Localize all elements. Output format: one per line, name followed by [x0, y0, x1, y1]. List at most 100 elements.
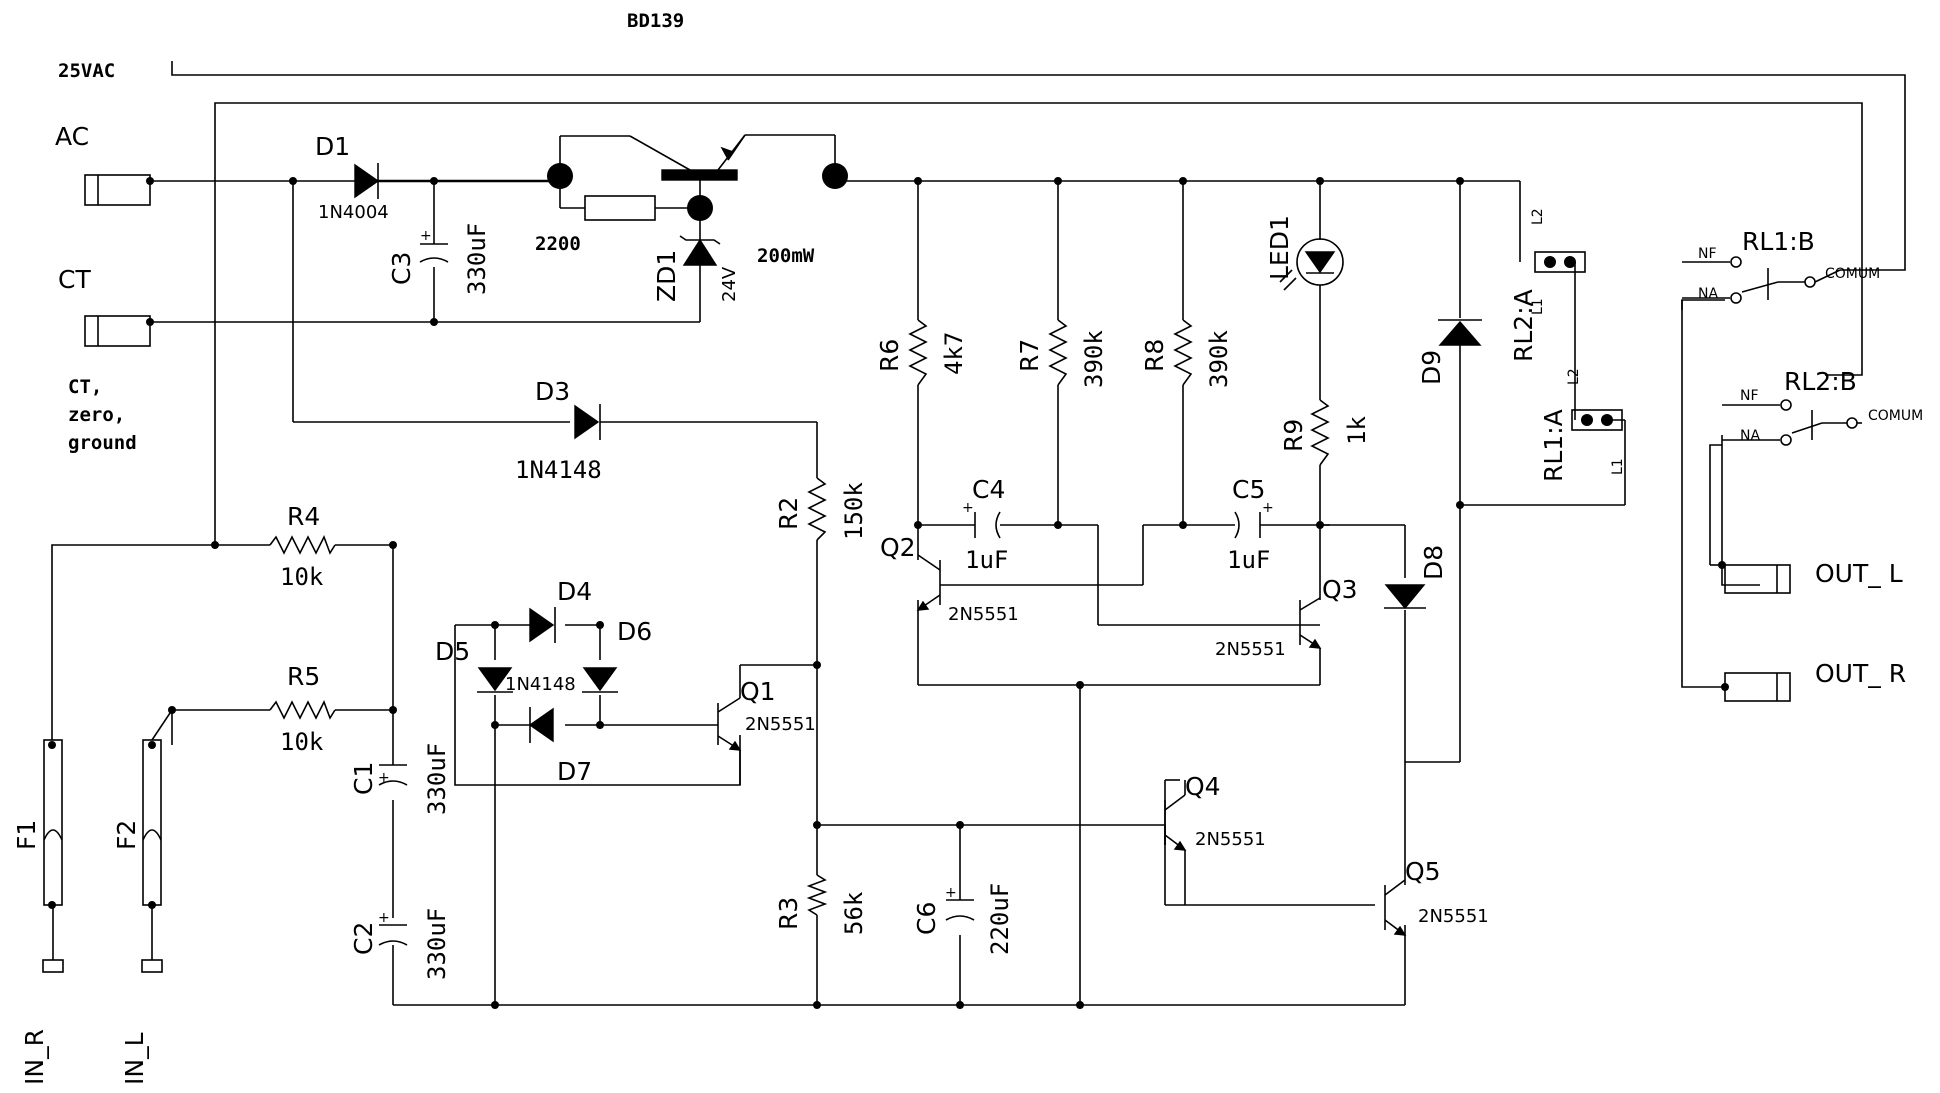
- c5-ref: C5: [1232, 475, 1265, 504]
- d7-ref: D7: [557, 757, 592, 786]
- q1-value: 2N5551: [745, 714, 816, 735]
- f2-ref: F2: [112, 820, 141, 850]
- q5-ref: Q5: [1405, 857, 1441, 886]
- zener-power-note: 200mW: [757, 245, 815, 267]
- r7-value: 390k: [1080, 330, 1108, 388]
- q2-value: 2N5551: [948, 604, 1019, 625]
- c6-value: 220uF: [986, 883, 1014, 955]
- capacitor-c6: +: [945, 885, 975, 921]
- rl1a-l1: L1: [1610, 458, 1626, 475]
- diode-d5: [477, 667, 513, 693]
- c5-value: 1uF: [1227, 546, 1270, 574]
- d5-ref: D5: [435, 637, 470, 666]
- c2-value: 330uF: [423, 908, 451, 980]
- r6-value: 4k7: [940, 332, 968, 375]
- q3-value: 2N5551: [1215, 639, 1286, 660]
- c2-ref: C2: [349, 922, 378, 955]
- diode-d9: [1438, 319, 1482, 346]
- ac-label: AC: [55, 122, 89, 151]
- r8-value: 390k: [1205, 330, 1233, 388]
- svg-text:+: +: [945, 885, 957, 901]
- transistor-bd139: [547, 134, 848, 221]
- fuse-f2: [141, 739, 163, 973]
- svg-text:+: +: [420, 228, 432, 244]
- diode-d7: [528, 707, 554, 743]
- zener-zd1: [679, 235, 721, 266]
- d6-ref: D6: [617, 617, 652, 646]
- d4-ref: D4: [557, 577, 592, 606]
- wires: [51, 61, 1906, 1006]
- rl1b-ref: RL1:B: [1742, 227, 1815, 256]
- rl2b-ref: RL2:B: [1784, 367, 1857, 396]
- out-l-terminal: [1724, 564, 1791, 594]
- q4-ref: Q4: [1185, 772, 1221, 801]
- c6-ref: C6: [912, 902, 941, 935]
- c4-value: 1uF: [965, 546, 1008, 574]
- r2-value: 150k: [840, 482, 868, 540]
- r4-value: 10k: [280, 563, 324, 591]
- d9-ref: D9: [1417, 350, 1446, 385]
- rl1b-com: COMUM: [1825, 266, 1880, 282]
- transistor-q5: [1384, 879, 1407, 936]
- rl2b-na: NA: [1740, 428, 1760, 444]
- resistor-r3: [806, 874, 828, 916]
- transistor-q2: [916, 554, 941, 611]
- c1-value: 330uF: [423, 743, 451, 815]
- r5-ref: R5: [287, 662, 320, 691]
- rl1b-na: NA: [1698, 286, 1718, 302]
- led-led1: [1279, 238, 1344, 291]
- diode-d8: [1384, 584, 1426, 610]
- out-l-label: OUT_ L: [1815, 559, 1903, 588]
- c3-ref: C3: [387, 252, 416, 285]
- svg-text:+: +: [378, 770, 390, 786]
- transistor-q3: [1299, 597, 1322, 660]
- transistor-q4: [1164, 780, 1187, 905]
- r4-ref: R4: [287, 502, 320, 531]
- d3-ref: D3: [535, 377, 570, 406]
- svg-text:+: +: [962, 500, 974, 516]
- base-resistor-note: 2200: [535, 233, 581, 255]
- capacitor-c4: +: [962, 500, 1001, 539]
- bd139-note: BD139: [627, 10, 684, 32]
- c3-value: 330uF: [463, 223, 491, 295]
- in-r-label: IN_R: [20, 1029, 49, 1085]
- c4-ref: C4: [972, 475, 1005, 504]
- capacitor-c5: +: [1234, 500, 1274, 539]
- relay-coil-rl2a: [1534, 251, 1586, 273]
- rl1a-l2: L2: [1566, 368, 1582, 385]
- ct-note-line2: zero,: [68, 404, 125, 426]
- diode-d4: [529, 607, 556, 643]
- ct-label: CT: [58, 265, 91, 294]
- diode-d3: [574, 404, 601, 440]
- zd1-value: 24V: [719, 266, 740, 302]
- fuse-f1: [42, 739, 64, 973]
- q2-ref: Q2: [880, 533, 916, 562]
- ac-terminal: [84, 174, 151, 206]
- out-r-terminal: [1724, 672, 1791, 702]
- d1-ref: D1: [315, 132, 350, 161]
- c1-ref: C1: [349, 762, 378, 795]
- junction-dots: [48, 177, 1729, 1009]
- r3-value: 56k: [840, 891, 868, 935]
- relay-contact-rl1b: [1682, 256, 1875, 304]
- r9-ref: R9: [1279, 419, 1308, 452]
- relay-coil-rl1a: [1571, 409, 1623, 431]
- rl1b-nf: NF: [1698, 246, 1717, 262]
- r8-ref: R8: [1140, 339, 1169, 372]
- rl2a-ref: RL2:A: [1509, 289, 1538, 362]
- ct-note-line1: CT,: [68, 376, 102, 398]
- diode-d6: [582, 667, 618, 693]
- resistor-2200: [584, 195, 656, 221]
- bridge-value: 1N4148: [505, 674, 576, 695]
- d3-value: 1N4148: [515, 456, 602, 484]
- resistor-r8: [1173, 319, 1193, 386]
- out-r-label: OUT_ R: [1815, 659, 1906, 688]
- ct-terminal: [84, 315, 151, 347]
- r7-ref: R7: [1015, 339, 1044, 372]
- q3-ref: Q3: [1322, 575, 1358, 604]
- d1-value: 1N4004: [318, 202, 389, 223]
- resistor-r9: [1310, 399, 1330, 466]
- resistor-r4: [269, 535, 336, 555]
- d8-ref: D8: [1419, 545, 1448, 580]
